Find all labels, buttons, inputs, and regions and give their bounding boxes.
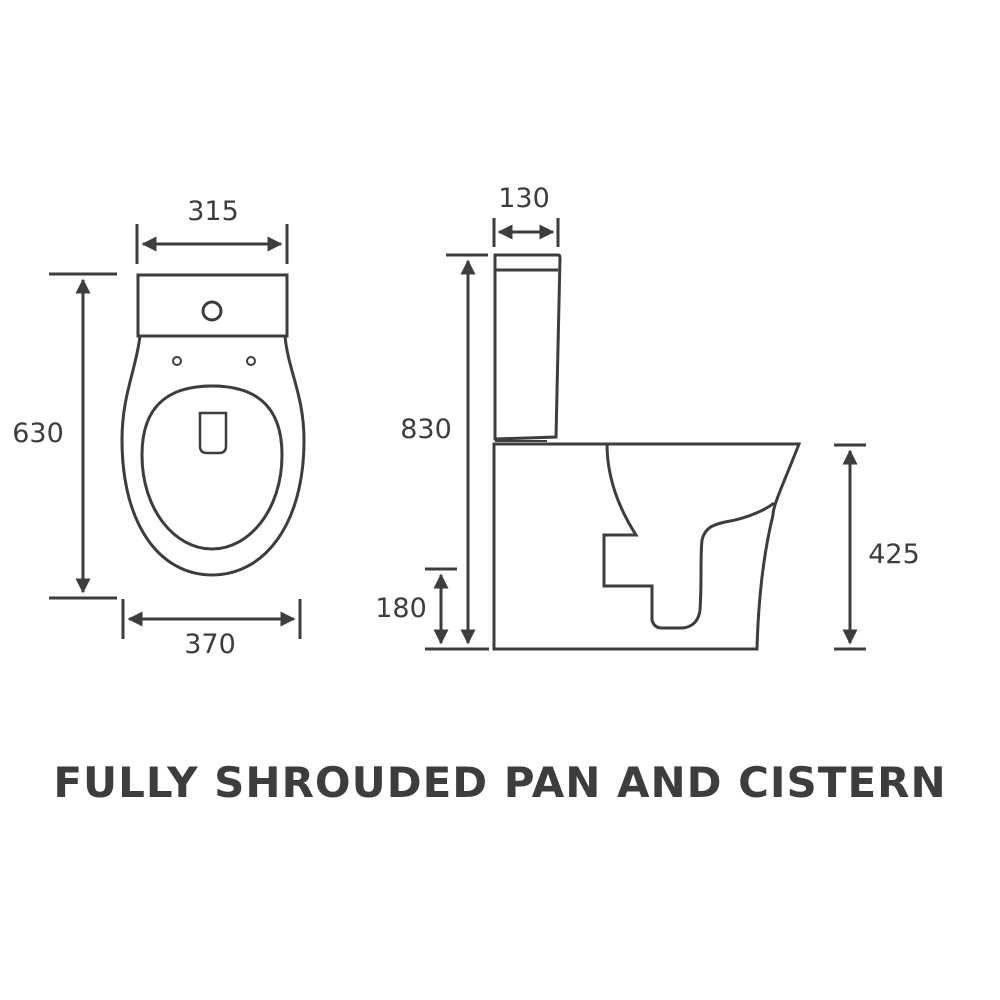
flush-button-icon — [201, 300, 223, 322]
hinge-hole-right — [246, 356, 256, 366]
dim-label-overall-height: 830 — [400, 414, 452, 445]
plan-bowl-rim — [140, 384, 284, 551]
side-trapway — [602, 443, 775, 630]
dim-label-cistern-width: 315 — [187, 196, 239, 227]
plan-view — [49, 224, 306, 639]
plan-bowl-outlet — [198, 411, 228, 455]
dim-label-pan-width: 370 — [184, 629, 236, 660]
side-view — [425, 218, 866, 651]
dim-label-cistern-depth: 130 — [498, 183, 550, 214]
side-cistern — [493, 253, 562, 441]
plan-cistern — [136, 273, 289, 338]
dim-label-overall-depth: 630 — [12, 418, 64, 449]
dim-label-pan-height: 425 — [868, 539, 920, 570]
dim-label-outlet-height: 180 — [375, 593, 427, 624]
side-pan-body — [492, 442, 802, 651]
hinge-hole-left — [172, 356, 182, 366]
drawing-title: FULLY SHROUDED PAN AND CISTERN — [53, 758, 947, 807]
plan-pan-outline — [120, 335, 306, 577]
